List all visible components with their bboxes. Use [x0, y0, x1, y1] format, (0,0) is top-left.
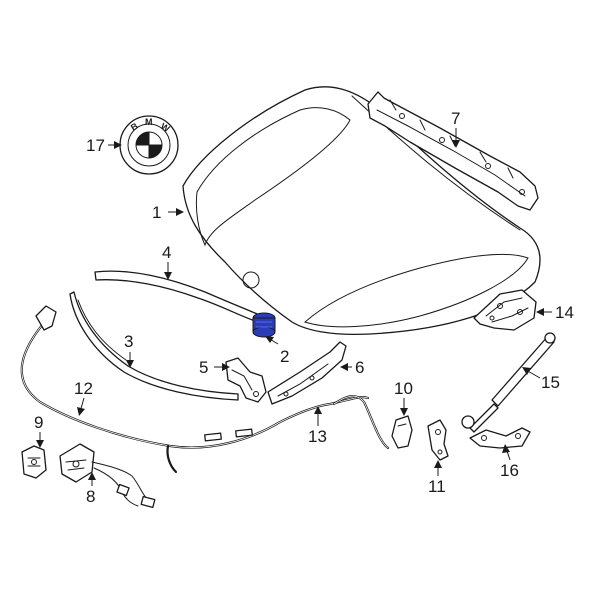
release-lever	[427, 419, 449, 461]
callout-10: 10	[394, 379, 413, 398]
callout-13: 13	[308, 427, 327, 446]
emblem-letter-m: M	[145, 117, 153, 127]
callout-14: 14	[555, 303, 574, 322]
callout-3: 3	[124, 332, 133, 351]
hood-latch-main	[59, 443, 156, 509]
emblem-letter-b: B	[129, 121, 140, 133]
callout-2: 2	[280, 347, 289, 366]
callout-1: 1	[152, 203, 161, 222]
callout-7: 7	[451, 109, 460, 128]
hood-seal-lower	[69, 291, 239, 401]
hood-seal-upper	[94, 270, 263, 323]
support-bracket	[225, 357, 267, 403]
hinge-link	[469, 427, 531, 449]
hood-panel	[182, 86, 541, 336]
callout-12: 12	[74, 379, 93, 398]
cross-member	[367, 91, 539, 211]
leaders	[36, 128, 552, 486]
hood-latch-left	[21, 445, 47, 479]
callout-15: 15	[541, 373, 560, 392]
callout-labels: 1 2 3 4 5 6 7 8 9 10 11 12 13 14 15 16 1…	[34, 109, 574, 506]
callout-9: 9	[34, 413, 43, 432]
callout-8: 8	[86, 487, 95, 506]
hood-hinge	[473, 289, 537, 331]
callout-17: 17	[86, 136, 105, 155]
hood-buffer	[252, 312, 276, 338]
release-cable-right	[332, 395, 390, 450]
bmw-emblem: B M W	[119, 115, 179, 175]
cable-clip	[391, 415, 413, 449]
callout-11: 11	[428, 477, 446, 496]
callout-4: 4	[162, 243, 171, 262]
release-cable	[20, 305, 370, 474]
gas-strut	[461, 332, 556, 433]
callout-5: 5	[199, 358, 208, 377]
guide-rail	[267, 341, 347, 405]
callout-16: 16	[500, 461, 519, 480]
callout-6: 6	[355, 358, 364, 377]
